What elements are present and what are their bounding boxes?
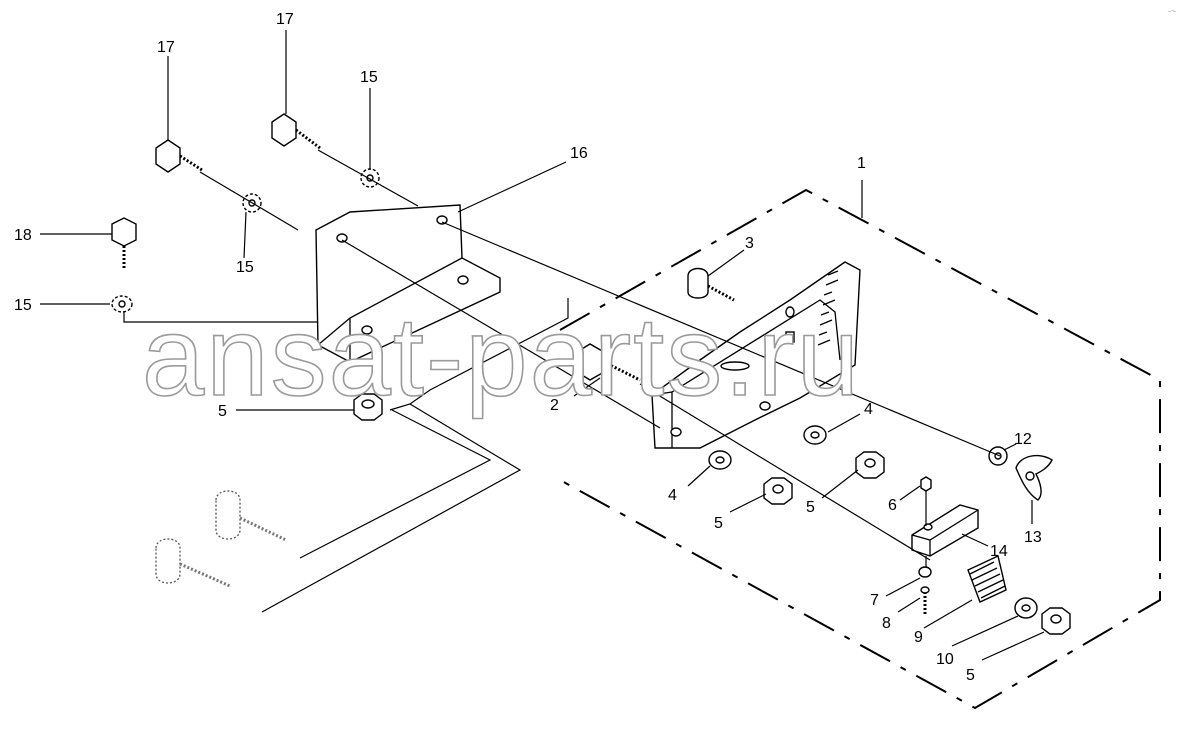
washer-4-left	[708, 450, 732, 470]
washer-4-right	[803, 425, 827, 445]
callout-8: 8	[882, 615, 891, 632]
hex-bolt-2	[576, 343, 641, 382]
hex-bolt-17-left	[155, 139, 203, 173]
callout-4-left: 4	[668, 487, 677, 504]
callout-5-center-right: 5	[806, 499, 815, 516]
block-14	[911, 504, 979, 557]
corner-mark: -~	[1168, 6, 1176, 16]
flange-nut-5-center-right	[855, 451, 885, 479]
callout-17-left: 17	[157, 39, 175, 56]
washer-12	[988, 446, 1008, 466]
callout-1: 1	[857, 155, 866, 172]
callout-9: 9	[914, 629, 923, 646]
callout-15-right: 15	[360, 69, 378, 86]
washer-7	[918, 566, 932, 578]
adjuster-plate	[651, 261, 861, 449]
carriage-bolt-dotted-lower	[155, 538, 231, 588]
callout-7: 7	[870, 592, 879, 609]
callout-15-left: 15	[236, 259, 254, 276]
callout-leaders	[40, 30, 1045, 661]
callout-18: 18	[14, 227, 32, 244]
callout-12: 12	[1014, 431, 1032, 448]
callout-4-right: 4	[864, 401, 873, 418]
carriage-bolt-3	[687, 267, 735, 302]
assembly-lines	[123, 149, 1001, 613]
hex-bolt-17-right	[271, 113, 321, 150]
callout-2: 2	[550, 397, 559, 414]
callout-5-lower-right: 5	[966, 667, 975, 684]
hex-bolt-18	[111, 217, 137, 270]
wing-nut-13	[1015, 454, 1053, 501]
watermark: ansat-parts.ru	[142, 294, 861, 419]
callout-5-center-left: 5	[714, 515, 723, 532]
adjustment-scale	[817, 270, 839, 346]
carriage-bolt-dotted-upper	[215, 490, 287, 542]
callout-16: 16	[570, 145, 588, 162]
callout-5-left: 5	[218, 403, 227, 420]
assembly-boundary	[559, 188, 1161, 710]
callout-15-bottom: 15	[14, 297, 32, 314]
bracket-16	[315, 204, 501, 363]
lock-washer-15-bottom	[111, 295, 133, 313]
callout-14: 14	[990, 543, 1008, 560]
lock-washer-15-right	[360, 168, 380, 188]
callout-17-right: 17	[276, 11, 294, 28]
flange-nut-5-lower-right	[1041, 607, 1071, 635]
callout-13: 13	[1024, 529, 1042, 546]
callout-labels: 1 2 3 4 4 5 5 5 5 6 7 8 9 10 12 13 14 15…	[14, 11, 1042, 684]
callout-3: 3	[745, 235, 754, 252]
flange-nut-5-left	[353, 393, 383, 421]
screw-8	[920, 586, 930, 615]
nut-6	[920, 476, 932, 492]
flange-nut-5-center-left	[763, 477, 793, 505]
callout-10: 10	[936, 651, 954, 668]
spring-9	[967, 555, 1007, 603]
callout-6: 6	[888, 497, 897, 514]
washer-10	[1014, 597, 1038, 619]
